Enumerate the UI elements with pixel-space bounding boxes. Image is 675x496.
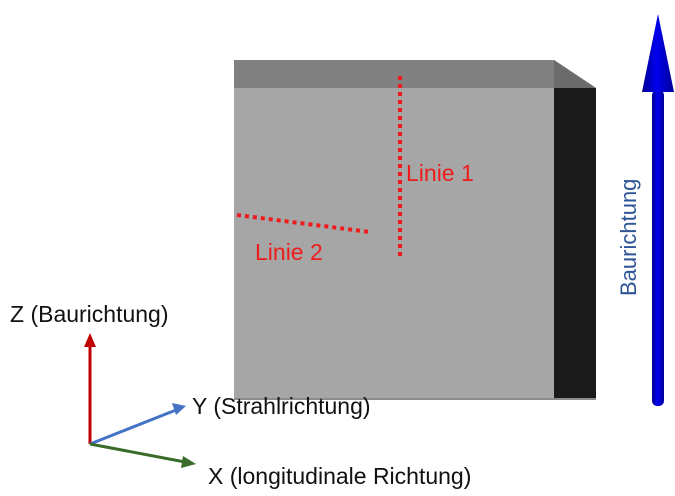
axis-z-arrowhead [84, 333, 96, 347]
specimen-block [234, 60, 596, 400]
build-arrow-shaft [652, 90, 664, 406]
axis-x-label: X (longitudinale Richtung) [208, 463, 471, 489]
build-direction-arrow [642, 14, 674, 406]
axis-x-arrowhead [181, 456, 196, 468]
axis-x-line [89, 442, 186, 464]
measurement-line-2 [236, 213, 371, 234]
block-side-face [554, 88, 596, 398]
block-top-face [234, 60, 596, 88]
build-direction-label: Baurichtung [616, 179, 641, 296]
axis-y-line [89, 408, 177, 446]
axis-z-label: Z (Baurichtung) [10, 301, 169, 327]
line-1-label: Linie 1 [406, 160, 474, 186]
coordinate-axes [84, 333, 196, 468]
line-2-label: Linie 2 [255, 239, 323, 265]
axis-y-label: Y (Strahlrichtung) [192, 393, 371, 419]
axis-y-arrowhead [172, 403, 186, 415]
block-bottom-edge [234, 398, 596, 400]
block-front-face [234, 88, 554, 398]
block-side-edge [554, 60, 596, 88]
build-arrow-head [642, 14, 674, 92]
